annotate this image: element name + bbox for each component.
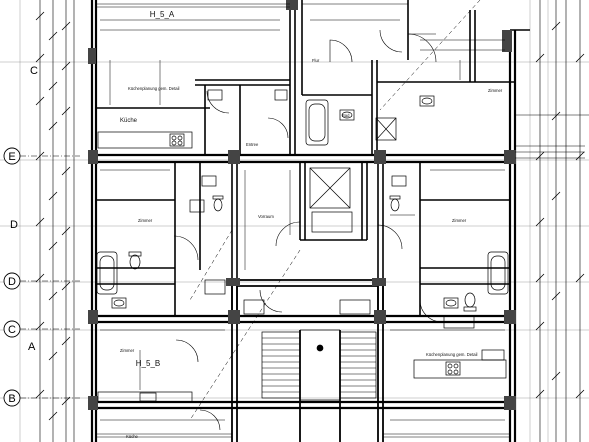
grid-axis-label: B: [8, 393, 15, 405]
kitchen-counter: [413, 359, 507, 379]
room-label-kitchen-bottom: Küche: [126, 434, 139, 439]
unit-label-bottom: H_5_B: [136, 359, 160, 368]
grid-axis-label: D: [8, 276, 16, 288]
room-label-room-top-right: Zimmer: [488, 88, 503, 93]
edge-letter-mid: D: [10, 219, 18, 231]
room-label-kitchen-note-right: Küchenplanung gem. Detail: [426, 352, 478, 357]
kitchen-counter: [443, 315, 475, 329]
left-dimension-lines: [35, 0, 75, 442]
right-dimension-lines: [535, 0, 585, 442]
edge-letter-bottom: A: [28, 341, 36, 353]
kitchen-counter: [97, 131, 193, 149]
doors: [173, 29, 443, 431]
washbasin-icon: [443, 297, 459, 309]
kitchen-counter: [97, 391, 193, 403]
room-label-room-bottom: Zimmer: [120, 348, 135, 353]
grid-axis-markers: E D C B C D A: [3, 65, 80, 407]
room-label-hall: Flur: [312, 58, 320, 63]
shower-icon: [375, 117, 397, 141]
toilet-icon: [212, 195, 224, 212]
wall-piers: [88, 0, 516, 410]
toilet-icon: [389, 195, 401, 212]
room-label-kitchen-note: Küchenplanung gem. Detail: [128, 86, 180, 91]
washbasin-icon: [339, 109, 355, 121]
edge-letter-top: C: [30, 65, 38, 77]
bathtub-icon: [487, 251, 509, 295]
walls: [90, 0, 530, 442]
grid-axis-c: C: [3, 320, 80, 338]
washbasin-icon: [111, 297, 127, 309]
bathtub-icon: [305, 99, 329, 146]
grid-axis-e: E: [3, 147, 80, 165]
room-label-bath: Bad: [342, 113, 350, 118]
unit-label-top: H_5_A: [150, 10, 175, 19]
room-label-anteroom: Vorraum: [258, 214, 274, 219]
dashed-reference-lines: [189, 0, 481, 421]
fixtures: [96, 89, 509, 403]
toilet-icon: [128, 251, 142, 270]
grid-axis-label: E: [8, 151, 15, 163]
grid-axis-label: C: [8, 324, 16, 336]
room-label-kitchen-top: Küche: [120, 118, 138, 124]
grid-axis-d: D: [3, 272, 80, 290]
toilet-icon: [463, 292, 477, 312]
window-strips: [96, 3, 589, 438]
room-label-entree: Entree: [246, 142, 259, 147]
bathtub-icon: [96, 251, 118, 295]
room-labels: H_5_A H_5_B Küchenplanung gem. Detail Kü…: [120, 10, 503, 439]
grid-axis-b: B: [3, 389, 80, 407]
room-label-room-left: Zimmer: [138, 218, 153, 223]
staircase: [261, 329, 377, 401]
shower-icon: [309, 167, 351, 209]
room-label-room-right: Zimmer: [452, 218, 467, 223]
washbasin-icon: [419, 95, 435, 107]
interior-dimension-marks: [100, 19, 505, 421]
